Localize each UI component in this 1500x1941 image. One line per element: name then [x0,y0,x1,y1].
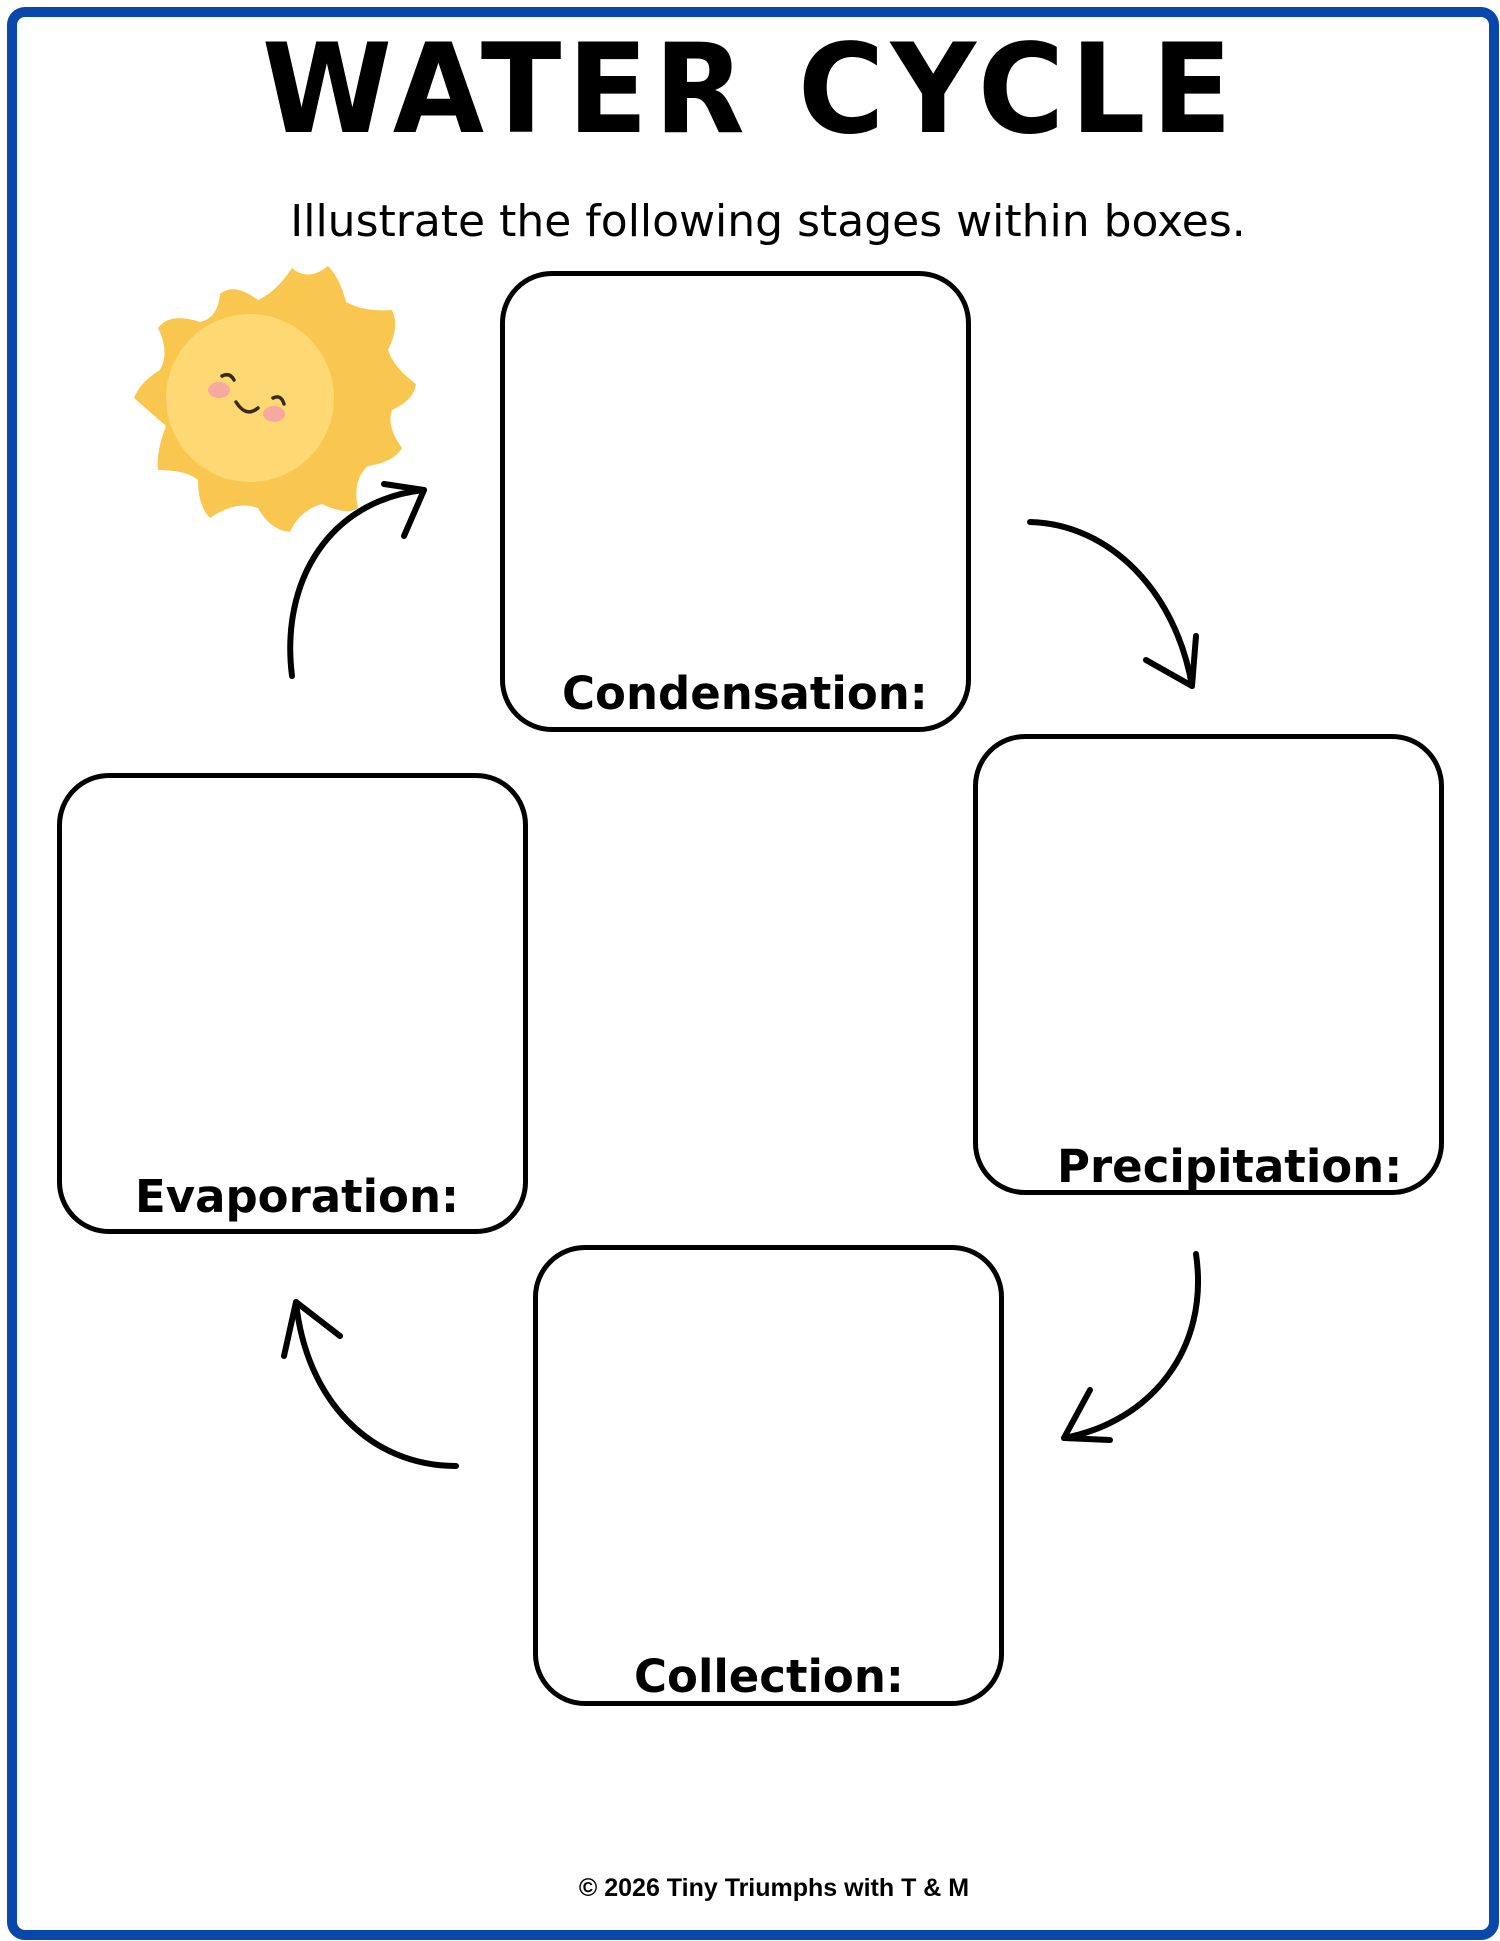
collection-box[interactable] [533,1245,1004,1706]
collection-label: Collection: [634,1650,904,1703]
precipitation-box[interactable] [973,734,1444,1195]
evaporation-label: Evaporation: [135,1170,460,1223]
copyright-footer: © 2026 Tiny Triumphs with T & M [578,1874,970,1902]
page-border [7,7,1499,1940]
instructions-text: Illustrate the following stages within b… [290,196,1246,247]
condensation-label: Condensation: [562,667,928,720]
page-title: WATER CYCLE [261,16,1239,162]
evaporation-box[interactable] [57,773,528,1234]
condensation-box[interactable] [500,271,971,732]
precipitation-label: Precipitation: [1057,1140,1403,1193]
